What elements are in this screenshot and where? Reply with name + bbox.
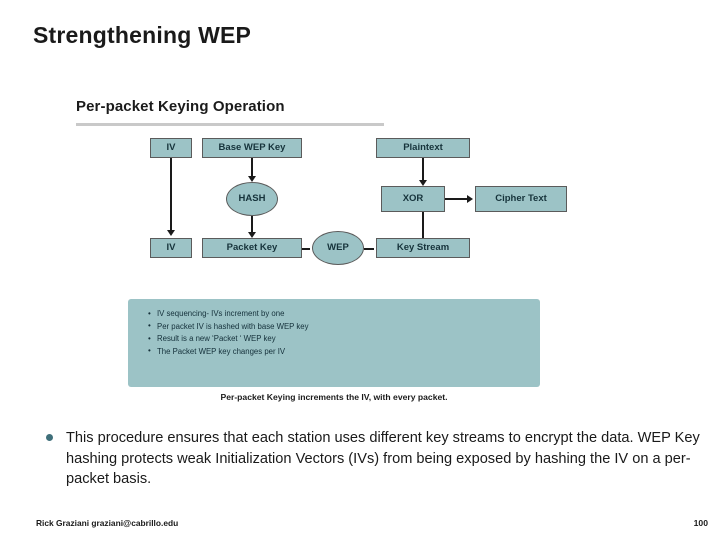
figure-per-packet-keying: Per-packet Keying Operation IV Base WEP … — [64, 96, 604, 418]
note-item: Result is a new ‘Packet ‘ WEP key — [148, 333, 540, 346]
node-plaintext: Plaintext — [376, 138, 470, 158]
arrow-wep-keystream — [364, 248, 374, 250]
node-iv-top: IV — [150, 138, 192, 158]
node-packet-key: Packet Key — [202, 238, 302, 258]
node-xor: XOR — [381, 186, 445, 212]
bullet-dot-icon — [46, 434, 53, 441]
body-bullet-row: This procedure ensures that each station… — [40, 428, 700, 490]
arrowhead-basekey-hash — [248, 176, 256, 182]
notes-panel: IV sequencing- IVs increment by one Per … — [128, 299, 540, 387]
node-base-wep-key: Base WEP Key — [202, 138, 302, 158]
figure-title-underline — [76, 123, 384, 126]
arrow-plaintext-xor — [422, 158, 424, 180]
figure-caption: Per-packet Keying increments the IV, wit… — [220, 392, 448, 402]
node-iv-bottom: IV — [150, 238, 192, 258]
arrow-iv-down — [170, 158, 172, 230]
arrowhead-xor-ciphertext — [467, 195, 473, 203]
arrow-xor-ciphertext — [445, 198, 467, 200]
notes-list: IV sequencing- IVs increment by one Per … — [128, 299, 540, 359]
figure-title: Per-packet Keying Operation — [76, 98, 285, 115]
arrow-hash-packetkey — [251, 216, 253, 232]
arrow-keystream-xor — [422, 212, 424, 238]
note-item: IV sequencing- IVs increment by one — [148, 308, 540, 321]
page-number: 100 — [693, 518, 708, 528]
node-ciphertext: Cipher Text — [475, 186, 567, 212]
footer-credit: Rick Graziani graziani@cabrillo.edu — [36, 518, 179, 528]
note-item: Per packet IV is hashed with base WEP ke… — [148, 320, 540, 334]
arrowhead-iv-down — [167, 230, 175, 236]
node-key-stream: Key Stream — [376, 238, 470, 258]
arrowhead-hash-packetkey — [248, 232, 256, 238]
node-hash: HASH — [226, 182, 278, 216]
node-wep: WEP — [312, 231, 364, 265]
arrow-packetkey-wep — [302, 248, 310, 250]
page-title: Strengthening WEP — [33, 22, 252, 48]
body-bullet-text: This procedure ensures that each station… — [66, 430, 700, 488]
arrowhead-plaintext-xor — [419, 180, 427, 186]
note-item: The Packet WEP key changes per IV — [148, 345, 540, 359]
diagram-panel: IV Base WEP Key Plaintext HASH XOR Ciphe… — [130, 138, 567, 286]
arrow-basekey-hash — [251, 158, 253, 176]
